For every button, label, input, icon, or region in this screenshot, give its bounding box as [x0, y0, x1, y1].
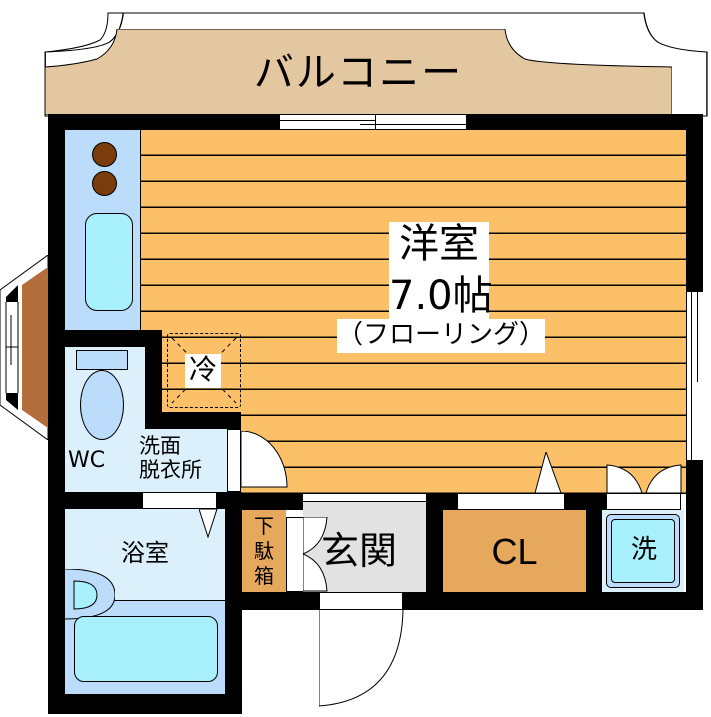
stove-burner-icon: [92, 171, 117, 196]
refrigerator-label: 冷: [188, 353, 217, 386]
shoe-box-door-swing: [303, 517, 328, 592]
entrance-label: 玄関: [321, 529, 398, 573]
bathtub-icon: [74, 616, 218, 682]
side-window[interactable]: [686, 292, 703, 460]
wall-shoe-box-bottom: [241, 592, 321, 610]
stove-burner-icon: [92, 142, 117, 167]
wall-bath-bottom: [48, 694, 242, 714]
room-size: 7.0帖: [389, 273, 493, 319]
closet-door-swing: [534, 452, 562, 494]
wall-top-right: [466, 114, 703, 130]
front-door-swing: [319, 610, 404, 707]
wc-label: WC: [68, 448, 106, 473]
washer-space: 洗: [602, 510, 684, 592]
wall-entry-bottom-right: [403, 592, 703, 610]
balcony-window[interactable]: [280, 114, 466, 130]
wall-right-bottom: [686, 460, 703, 610]
door-swing: [241, 431, 288, 488]
front-door[interactable]: [319, 592, 403, 610]
toilet-tank-icon: [76, 350, 128, 370]
wall-closet-washer: [586, 493, 604, 610]
wall-top-left: [48, 114, 280, 130]
washroom: [65, 429, 227, 492]
wall-wash-top: [145, 412, 241, 429]
wall-kitchen-bottom: [62, 330, 162, 347]
wall-closet-left: [426, 493, 443, 610]
wall-entry-top-left: [241, 493, 303, 510]
closet: CL: [443, 510, 586, 592]
kitchen: [65, 130, 141, 330]
shoe-box-label: 駄: [254, 539, 274, 563]
washer-label: 洗: [630, 535, 657, 565]
washing-machine-icon: 洗: [606, 514, 680, 588]
basin-icon: [65, 569, 115, 620]
flooring-type: （フローリング）: [337, 320, 546, 350]
washroom-label-2: 脱衣所: [139, 458, 202, 482]
washer-door[interactable]: [606, 493, 681, 510]
room-label: 洋室: [399, 221, 479, 267]
shoe-box-label: 箱: [254, 564, 274, 588]
balcony-label: バルコニー: [253, 50, 464, 96]
bathroom: 浴室: [65, 509, 225, 694]
shoe-box-door[interactable]: [286, 517, 304, 592]
washer-door-swing: [606, 464, 682, 494]
bay-window[interactable]: [0, 254, 49, 441]
wall-right-top: [686, 114, 703, 292]
sink-icon: [85, 213, 133, 311]
balcony: バルコニー: [45, 29, 672, 115]
closet-door[interactable]: [457, 493, 565, 510]
wall-bath-right: [225, 492, 242, 714]
refrigerator-space: 冷: [167, 333, 241, 408]
washroom-label-1: 洗面: [139, 434, 181, 458]
closet-label: CL: [491, 531, 538, 572]
wall-wc-right: [145, 330, 162, 430]
washroom-door[interactable]: [227, 429, 241, 492]
shoe-box-label: 下: [254, 514, 274, 538]
door-swing-bath: [199, 509, 218, 539]
wall-left: [48, 114, 65, 714]
shoe-box: 下 駄 箱: [242, 510, 286, 592]
toilet-bowl-icon: [80, 370, 124, 440]
bathroom-label: 浴室: [121, 539, 169, 567]
bath-door[interactable]: [142, 492, 217, 509]
